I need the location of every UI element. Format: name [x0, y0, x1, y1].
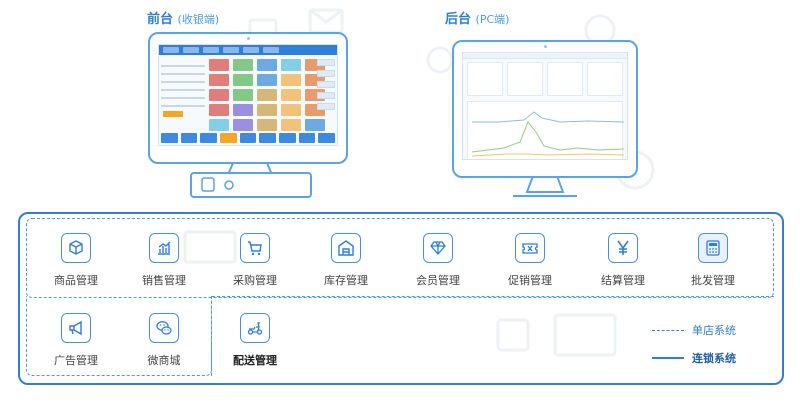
pos-side-keys[interactable]: [317, 59, 335, 123]
feature-label: 库存管理: [324, 274, 368, 287]
pc-stand: [513, 176, 577, 197]
product-tile[interactable]: [257, 74, 277, 86]
product-tile[interactable]: [209, 74, 229, 86]
pos-screen: [158, 44, 338, 146]
warehouse-icon: [331, 233, 361, 263]
feature-inventory-management[interactable]: 库存管理: [306, 233, 386, 288]
single-store-frame-top: [26, 218, 774, 298]
front-heading-title: 前台: [147, 12, 174, 27]
feature-product-management[interactable]: 商品管理: [36, 233, 116, 288]
legend-single-store: 单店系统: [652, 322, 736, 338]
product-tile[interactable]: [209, 89, 229, 101]
cart-icon: [240, 233, 270, 263]
pc-summary-cards: [467, 62, 623, 96]
calculator-icon: [698, 233, 728, 263]
pos-tab[interactable]: [163, 47, 179, 53]
legend-dashed-line: [652, 329, 684, 331]
legend-label: 单店系统: [692, 324, 736, 337]
back-heading-title: 后台: [445, 12, 472, 27]
feature-label: 采购管理: [233, 274, 277, 287]
feature-delivery-management[interactable]: 配送管理: [215, 313, 295, 368]
feature-label: 批发管理: [691, 274, 735, 287]
feature-purchase-management[interactable]: 采购管理: [215, 233, 295, 288]
summary-card[interactable]: [587, 62, 623, 96]
back-heading: 后台 (PC端): [445, 8, 509, 27]
single-store-frame-divider: [212, 296, 774, 297]
feature-label: 配送管理: [233, 354, 277, 367]
single-store-frame-vertical: [211, 296, 212, 376]
camera-dot: [246, 37, 250, 40]
product-tile[interactable]: [209, 59, 229, 71]
pc-header-bar: [463, 53, 627, 59]
feature-label: 广告管理: [54, 354, 98, 367]
camera-dot: [543, 45, 547, 48]
pos-bottom-keys[interactable]: [161, 133, 336, 143]
feature-label: 销售管理: [142, 274, 186, 287]
summary-card[interactable]: [467, 62, 503, 96]
pc-trend-lines: [471, 111, 625, 157]
feature-sales-management[interactable]: 销售管理: [124, 233, 204, 288]
yen-icon: [608, 233, 638, 263]
ticket-icon: [515, 233, 545, 263]
feature-member-management[interactable]: 会员管理: [398, 233, 478, 288]
pos-checkout-highlight[interactable]: [163, 111, 183, 117]
product-tile[interactable]: [233, 104, 253, 116]
pos-order-list: [161, 59, 205, 123]
product-tile[interactable]: [305, 119, 325, 131]
product-tile[interactable]: [233, 119, 253, 131]
product-tile[interactable]: [257, 89, 277, 101]
product-tile[interactable]: [281, 59, 301, 71]
pos-tab[interactable]: [183, 47, 199, 53]
front-heading: 前台 (收银端): [147, 8, 219, 27]
feature-label: 结算管理: [601, 274, 645, 287]
pos-base-controls: [201, 177, 234, 192]
pos-tab[interactable]: [243, 47, 259, 53]
bar-chart-icon: [149, 233, 179, 263]
product-tile[interactable]: [233, 74, 253, 86]
product-tile[interactable]: [281, 74, 301, 86]
pc-screen: [462, 52, 628, 160]
pos-tab[interactable]: [223, 47, 239, 53]
product-tile[interactable]: [257, 59, 277, 71]
pc-trend-chart: [467, 101, 625, 159]
pos-tab[interactable]: [203, 47, 219, 53]
megaphone-icon: [61, 313, 91, 343]
cube-icon: [61, 233, 91, 263]
feature-wholesale-management[interactable]: 批发管理: [673, 233, 753, 288]
summary-card[interactable]: [547, 62, 583, 96]
delivery-scooter-icon: [240, 313, 270, 343]
feature-settlement-management[interactable]: 结算管理: [583, 233, 663, 288]
feature-advertising-management[interactable]: 广告管理: [36, 313, 116, 368]
pos-tab[interactable]: [263, 47, 279, 53]
wechat-icon: [149, 313, 179, 343]
pos-product-grid[interactable]: [209, 59, 329, 131]
feature-wechat-mall[interactable]: 微商城: [124, 313, 204, 368]
pc-monitor: [452, 40, 638, 178]
product-tile[interactable]: [209, 119, 229, 131]
back-heading-subtitle: (PC端): [475, 13, 510, 26]
pos-monitor: [148, 32, 348, 164]
feature-label: 会员管理: [416, 274, 460, 287]
product-tile[interactable]: [281, 104, 301, 116]
pos-top-bar: [159, 45, 337, 55]
feature-promotion-management[interactable]: 促销管理: [490, 233, 570, 288]
pos-base: [190, 172, 312, 198]
diamond-icon: [423, 233, 453, 263]
front-heading-subtitle: (收银端): [177, 13, 220, 26]
legend-chain-system: 连锁系统: [652, 350, 736, 366]
legend-solid-line: [652, 357, 684, 359]
chain-system-frame: [18, 212, 784, 385]
feature-label: 微商城: [147, 354, 181, 367]
feature-label: 商品管理: [54, 274, 98, 287]
product-tile[interactable]: [233, 89, 253, 101]
feature-label: 促销管理: [508, 274, 552, 287]
product-tile[interactable]: [209, 104, 229, 116]
product-tile[interactable]: [281, 119, 301, 131]
product-tile[interactable]: [281, 89, 301, 101]
summary-card[interactable]: [507, 62, 543, 96]
product-tile[interactable]: [257, 104, 277, 116]
product-tile[interactable]: [257, 119, 277, 131]
product-tile[interactable]: [233, 59, 253, 71]
legend-label: 连锁系统: [692, 352, 736, 365]
